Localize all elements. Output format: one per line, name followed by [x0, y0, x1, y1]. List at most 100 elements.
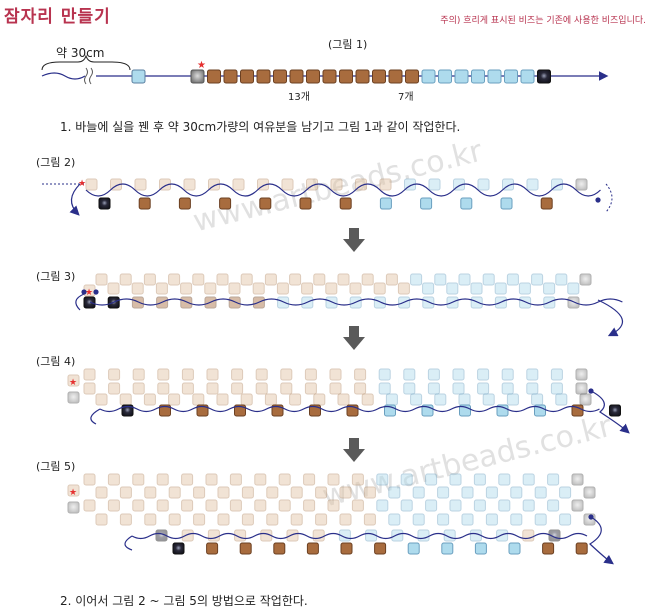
step-1-text: 1. 바늘에 실을 꿴 후 약 30cm가량의 여유분을 남기고 그림 1과 같… [60, 120, 461, 134]
tan-bead [313, 393, 326, 406]
note-text: 주의) 흐리게 표시된 비즈는 기존에 사용한 비즈입니다. [440, 16, 646, 26]
blue-bead [534, 513, 547, 526]
brown-bead [374, 542, 387, 555]
blue-bead [400, 473, 413, 486]
brown-bead [388, 69, 403, 84]
tan-bead [289, 393, 302, 406]
tan-bead [132, 382, 145, 395]
blue-bead [547, 473, 560, 486]
tan-bead [157, 368, 170, 381]
gray-bead [567, 296, 580, 309]
tan-bead [325, 282, 338, 295]
blue-bead [496, 529, 509, 542]
tan-bead [522, 529, 535, 542]
brown-bead [256, 69, 271, 84]
blue-bead [470, 282, 483, 295]
tan-bead [339, 486, 352, 499]
tan-bead [281, 178, 294, 191]
blue-bead [567, 282, 580, 295]
gray-bead [571, 473, 584, 486]
blue-bead [428, 178, 441, 191]
tan-bead [303, 473, 316, 486]
tan-bead [252, 282, 265, 295]
tan-bead [183, 178, 196, 191]
tan-bead [144, 513, 157, 526]
blue-bead [518, 282, 531, 295]
brown-bead [180, 296, 193, 309]
tan-bead [329, 382, 342, 395]
stopper-bead [131, 69, 146, 84]
tan-bead [107, 282, 120, 295]
figure-1-label: (그림 1) [328, 38, 368, 51]
tan-bead [329, 368, 342, 381]
tan-bead [83, 382, 96, 395]
tan-bead [107, 473, 120, 486]
star-icon: ★ [69, 378, 77, 388]
tan-bead [266, 486, 279, 499]
tan-bead [119, 513, 132, 526]
blue-bead [410, 393, 423, 406]
blue-bead [510, 513, 523, 526]
dashed-return [605, 183, 613, 213]
tan-bead [315, 513, 328, 526]
brown-bead [206, 542, 219, 555]
tan-bead [363, 486, 376, 499]
tan-bead [240, 393, 253, 406]
tan-bead [134, 178, 147, 191]
tan-bead [290, 486, 303, 499]
blue-bead [388, 486, 401, 499]
blue-bead [534, 486, 547, 499]
figure-2-beads [85, 178, 601, 210]
blue-bead [526, 382, 539, 395]
blue-bead [412, 486, 425, 499]
tan-bead [119, 273, 132, 286]
thread-path [597, 299, 624, 337]
tan-bead [119, 393, 132, 406]
blue-bead [504, 69, 518, 84]
brown-bead [207, 69, 221, 84]
black-bead [98, 197, 111, 210]
blue-bead [460, 197, 473, 210]
brown-bead [271, 404, 284, 417]
blue-bead [437, 513, 450, 526]
tan-bead [304, 382, 317, 395]
tan-bead [255, 368, 268, 381]
blue-bead [519, 296, 532, 309]
blue-count-label: 7개 [398, 92, 414, 103]
gray-bead [579, 393, 592, 406]
blue-bead [427, 382, 440, 395]
tan-bead [363, 513, 376, 526]
gray-bead [67, 391, 80, 404]
blue-bead [434, 393, 447, 406]
blue-bead [555, 393, 568, 406]
blue-bead [543, 282, 556, 295]
tan-bead [231, 368, 244, 381]
brown-bead [372, 69, 386, 84]
blue-bead [446, 282, 459, 295]
figure-4-beads: ★ [67, 368, 630, 434]
brown-bead [542, 542, 555, 555]
tan-bead [351, 499, 364, 512]
blue-bead [421, 69, 436, 84]
blue-bead [422, 296, 435, 309]
gray-bead [575, 178, 588, 191]
tan-bead [143, 393, 156, 406]
blue-bead [378, 368, 391, 381]
tan-bead [255, 382, 268, 395]
tan-bead [229, 473, 242, 486]
figure-5-beads: ★ [67, 473, 614, 565]
tan-bead [315, 486, 328, 499]
blue-bead [400, 499, 413, 512]
brown-bead [239, 542, 252, 555]
tan-bead [181, 473, 194, 486]
tan-bead [301, 282, 314, 295]
tan-bead [157, 382, 170, 395]
blue-bead [438, 69, 452, 84]
tail-thread [41, 72, 86, 80]
brown-bead [196, 404, 209, 417]
tan-bead [207, 529, 220, 542]
brown-bead [355, 69, 370, 84]
down-arrow [343, 228, 365, 252]
blue-bead [434, 273, 447, 286]
brown-bead [219, 197, 232, 210]
